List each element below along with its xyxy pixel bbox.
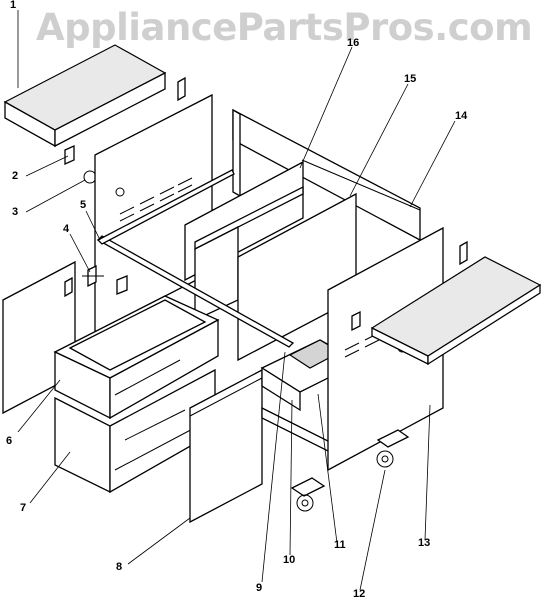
callout-4: 4	[63, 223, 70, 235]
part-2-bracket	[64, 76, 186, 166]
callout-3: 3	[12, 206, 19, 218]
part-7-lower-drawer	[54, 368, 216, 494]
callout-10: 10	[283, 554, 296, 566]
callout-16: 16	[347, 37, 360, 49]
part-4-latch	[82, 264, 104, 288]
callout-11: 11	[334, 539, 346, 551]
part-8-lower-door	[189, 368, 263, 524]
part-3-grommet	[83, 170, 97, 184]
part-14-rear-rail	[301, 159, 421, 238]
callout-6: 6	[6, 435, 13, 447]
watermark: AppliancePartsPros.com	[36, 6, 533, 49]
leader-lines	[17, 10, 456, 591]
part-1-top-shelf	[3, 44, 167, 148]
callout-14: 14	[455, 110, 468, 122]
callout-1: 1	[10, 0, 17, 11]
right-side-shelf	[370, 240, 542, 366]
part-6-upper-drawer	[53, 295, 220, 420]
callout-2: 2	[12, 170, 19, 182]
callout-12: 12	[353, 588, 366, 600]
part-5-front-rail	[96, 169, 295, 348]
callout-13: 13	[418, 537, 431, 549]
callout-15: 15	[404, 73, 417, 85]
callout-5: 5	[80, 199, 87, 211]
callout-9: 9	[256, 582, 263, 594]
callout-7: 7	[20, 502, 27, 514]
part-12-caster-wheels	[290, 429, 410, 512]
callout-8: 8	[116, 561, 123, 573]
